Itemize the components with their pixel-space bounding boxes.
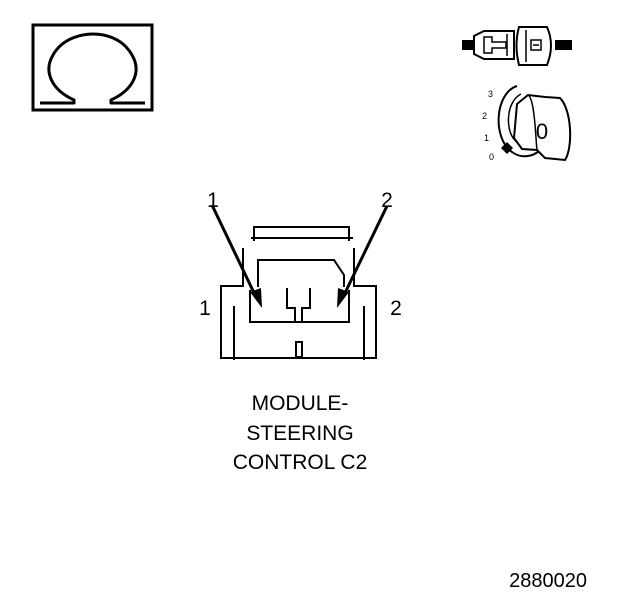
ignition-key-off-icon: 0 3 2 1 0: [482, 85, 572, 162]
ohm-symbol-frame: [31, 23, 154, 112]
key-position-label: 3: [488, 89, 493, 99]
pin-2-arrow: [337, 205, 389, 308]
key-position-label: 2: [482, 111, 487, 121]
connector-face: [220, 226, 377, 360]
key-position-label: 1: [484, 133, 489, 143]
connector-disconnect-icon: [462, 26, 572, 66]
ohm-symbol-icon: [40, 32, 145, 105]
side-label-pin-2: 2: [390, 297, 402, 320]
arrow-label-pin-2: 2: [381, 189, 393, 212]
ohmmeter-symbol: [31, 23, 154, 112]
arrow-label-pin-1: 1: [207, 189, 219, 212]
key-mark-label: 0: [536, 119, 548, 144]
connector-name-line: CONTROL C2: [233, 451, 368, 474]
key-position-marker: [501, 142, 513, 154]
connector-name-line: STEERING: [246, 422, 353, 445]
figure-id: 2880020: [509, 570, 587, 592]
key-position-label: 0: [489, 152, 494, 162]
side-label-pin-1: 1: [199, 297, 211, 320]
pin-1-arrow: [210, 204, 262, 308]
connector-name-line: MODULE-: [252, 392, 349, 415]
